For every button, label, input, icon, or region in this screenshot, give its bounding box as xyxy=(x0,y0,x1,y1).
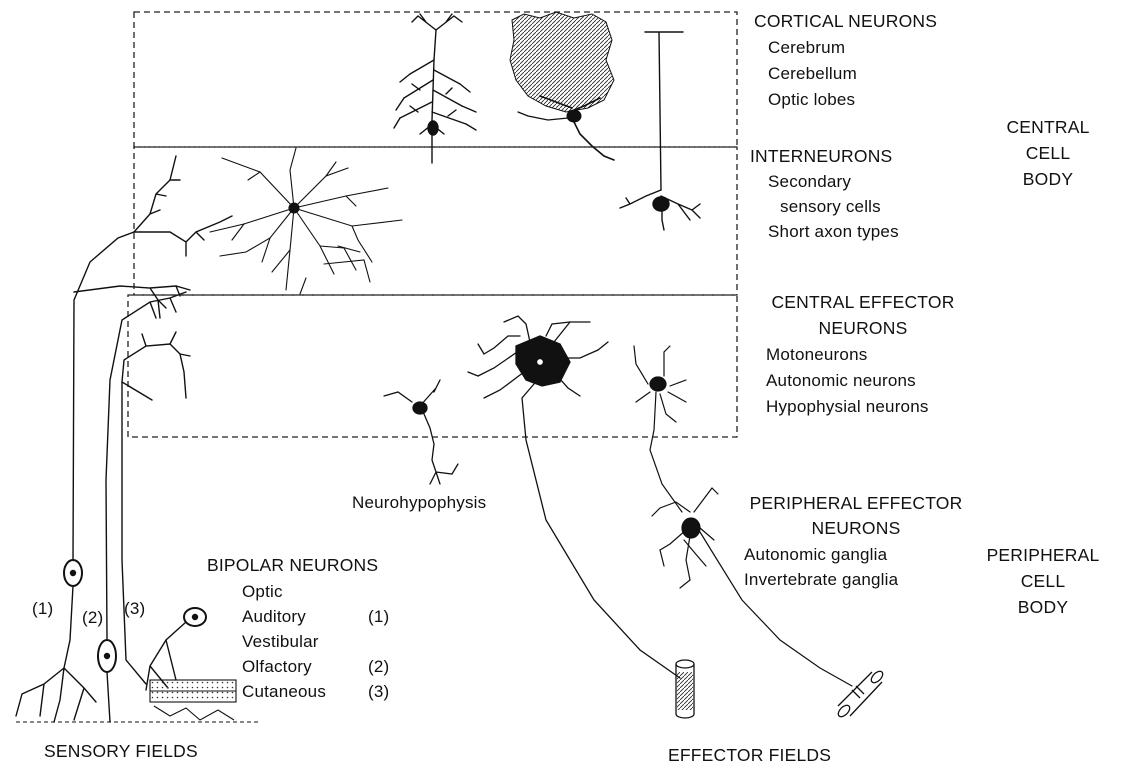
effector-fields-label: EFFECTOR FIELDS xyxy=(668,742,831,768)
muscle-fiber xyxy=(676,660,694,718)
neuron-marker-1: (1) xyxy=(32,596,53,622)
long-axon-neuron xyxy=(620,32,700,230)
bipolar-item-auditory: Auditory xyxy=(242,604,306,630)
purkinje-neuron xyxy=(510,12,614,160)
autonomic-neuron xyxy=(634,346,686,512)
hypophysial-neuron xyxy=(384,380,458,484)
peripheral-item-invertebrate-ganglia: Invertebrate ganglia xyxy=(744,567,898,593)
neuron-marker-2: (2) xyxy=(82,605,103,631)
neurohypophysis-label: Neurohypophysis xyxy=(352,490,486,516)
bipolar-item-vestibular: Vestibular xyxy=(242,629,319,655)
effector-item-motoneurons: Motoneurons xyxy=(766,342,867,368)
peripheral-effector-title-line-2: NEURONS xyxy=(722,515,990,541)
interneuron-item-secondary: Secondary xyxy=(754,169,851,195)
central-cell-body-line-2: CELL xyxy=(990,140,1106,166)
bipolar-marker-cutaneous: (3) xyxy=(368,679,389,705)
peripheral-cell-body-line-3: BODY xyxy=(970,594,1116,620)
pyramidal-neuron xyxy=(394,14,476,163)
interneuron-item-sensory-cells: sensory cells xyxy=(754,194,881,220)
central-effector-title-line-2: NEURONS xyxy=(748,315,978,341)
epithelium-block xyxy=(150,680,236,720)
bipolar-neuron-3 xyxy=(122,332,206,690)
interneurons-title: INTERNEURONS xyxy=(750,143,892,169)
bipolar-neuron-1 xyxy=(16,156,232,722)
sensory-fields-label: SENSORY FIELDS xyxy=(44,738,198,764)
gland-tube xyxy=(836,669,885,719)
effector-region-box xyxy=(128,295,737,437)
interneuron-item-short-axon: Short axon types xyxy=(754,219,899,245)
effector-item-hypophysial: Hypophysial neurons xyxy=(766,394,929,420)
motoneuron xyxy=(468,316,680,678)
cortical-item-cerebellum: Cerebellum xyxy=(754,61,857,87)
bipolar-neurons-title: BIPOLAR NEURONS xyxy=(207,552,378,578)
central-cell-body-line-3: BODY xyxy=(990,166,1106,192)
cortical-neurons-title: CORTICAL NEURONS xyxy=(754,8,937,34)
region-boxes xyxy=(128,12,737,437)
cortical-item-cerebrum: Cerebrum xyxy=(754,35,845,61)
effector-item-autonomic: Autonomic neurons xyxy=(766,368,916,394)
bipolar-neuron-2 xyxy=(98,292,186,722)
stellate-interneuron xyxy=(210,148,402,294)
bipolar-item-olfactory: Olfactory xyxy=(242,654,312,680)
peripheral-cell-body-line-1: PERIPHERAL xyxy=(970,542,1116,568)
bipolar-marker-olfactory: (2) xyxy=(368,654,389,680)
peripheral-cell-body-line-2: CELL xyxy=(970,568,1116,594)
neuron-marker-3: (3) xyxy=(124,596,145,622)
peripheral-item-autonomic-ganglia: Autonomic ganglia xyxy=(744,542,887,568)
central-effector-title-line-1: CENTRAL EFFECTOR xyxy=(748,289,978,315)
central-cell-body-line-1: CENTRAL xyxy=(990,114,1106,140)
peripheral-effector-title-line-1: PERIPHERAL EFFECTOR xyxy=(722,490,990,516)
bipolar-marker-auditory: (1) xyxy=(368,604,389,630)
cortical-item-optic-lobes: Optic lobes xyxy=(754,87,855,113)
interneuron-region-box xyxy=(134,147,737,295)
bipolar-item-optic: Optic xyxy=(242,579,283,605)
bipolar-item-cutaneous: Cutaneous xyxy=(242,679,326,705)
